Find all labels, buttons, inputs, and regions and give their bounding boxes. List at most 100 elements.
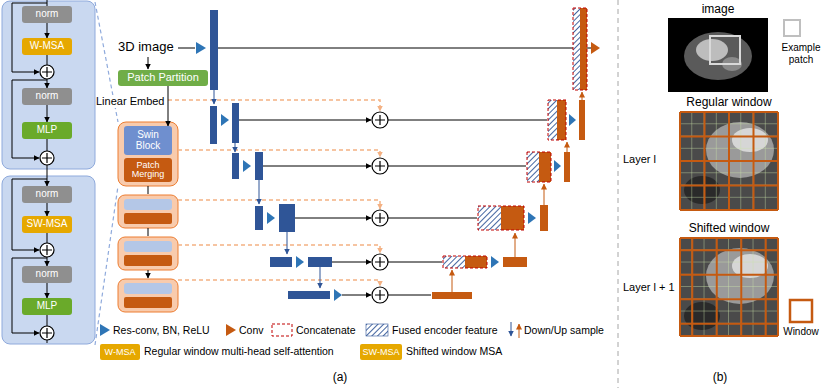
encoder-feature — [288, 291, 330, 299]
patch-merging-bar — [124, 297, 172, 308]
norm-box: norm — [22, 186, 72, 203]
resconv-triangle — [196, 42, 206, 54]
stage-container — [118, 122, 178, 186]
norm-box: norm — [22, 6, 72, 23]
mlp-box: MLP — [22, 122, 72, 139]
node-text: MLP — [37, 301, 58, 312]
window-grid — [680, 112, 778, 210]
separator — [618, 0, 619, 388]
encoder-feature — [232, 103, 239, 143]
decoder-feature — [580, 8, 587, 90]
legend-sample — [511, 322, 512, 336]
dashed-skip — [178, 245, 380, 253]
down-arrow — [214, 90, 215, 104]
legend-text: Down/Up sample — [524, 324, 604, 337]
stage-container — [118, 279, 178, 312]
encoder-feature — [279, 204, 295, 232]
encoder-feature — [308, 257, 332, 267]
node-text: Swin Block — [126, 130, 170, 151]
fused-feature — [478, 206, 501, 230]
stage-container — [118, 195, 178, 228]
arrow — [263, 166, 371, 167]
norm-box: norm — [22, 88, 72, 105]
swatch-label: W-MSA — [100, 344, 140, 360]
legend-text: Shifted window MSA — [406, 345, 502, 358]
swin-block-bar — [124, 199, 172, 210]
legend-text: Fused encoder feature — [392, 324, 498, 337]
connector — [47, 23, 48, 38]
process-box: Patch Partition — [118, 70, 208, 86]
fused-feature — [548, 100, 557, 140]
patch-zoom — [680, 238, 778, 336]
node-text: norm — [36, 9, 59, 20]
subfigure-label: (b) — [700, 370, 740, 384]
arrow — [178, 48, 195, 49]
node-text: SW-MSA — [27, 219, 68, 230]
arrow — [342, 295, 371, 296]
resconv-triangle — [334, 289, 342, 301]
node-text: norm — [36, 189, 59, 200]
connector — [47, 283, 48, 298]
decoder-feature — [432, 292, 472, 299]
stage-container — [118, 237, 178, 270]
connector — [168, 86, 169, 126]
connector — [47, 203, 48, 216]
legend-text: Regular window multi-head self-attention — [144, 345, 334, 358]
connector — [47, 105, 48, 122]
resconv-triangle — [491, 256, 499, 268]
resconv-triangle — [554, 160, 561, 172]
patch-grid — [680, 112, 778, 210]
decoder-feature — [501, 206, 524, 230]
attention-box: W-MSA — [22, 38, 72, 55]
resconv-triangle — [243, 160, 251, 172]
legend-sample — [519, 324, 520, 338]
edge-label: Linear Embed — [96, 95, 165, 108]
concat-box — [443, 256, 487, 268]
encoder-feature — [270, 257, 292, 267]
decoder-feature — [539, 152, 551, 182]
scan-image — [684, 32, 752, 80]
patch-merging-box: Patch Merging — [124, 158, 172, 182]
legend-sample — [784, 20, 800, 36]
legend-sample — [272, 324, 292, 336]
down-arrow — [320, 267, 321, 288]
down-arrow — [287, 232, 288, 254]
patch-merging-bar — [124, 255, 172, 266]
up-arrow — [567, 142, 568, 152]
fused-feature — [573, 8, 580, 90]
legend-text: Concatenate — [296, 324, 356, 337]
example-patch — [710, 36, 740, 64]
concat-box — [573, 8, 587, 90]
legend-text: Conv — [239, 324, 264, 337]
decoder-feature — [540, 205, 548, 231]
block-panel — [2, 176, 95, 344]
decoder-feature — [465, 256, 487, 268]
swin-block-bar — [124, 241, 172, 252]
arrow — [388, 120, 547, 295]
fused-feature — [443, 256, 465, 268]
encoder-feature — [232, 153, 239, 179]
arrow — [295, 218, 371, 219]
dashed-skip — [178, 280, 380, 286]
arrow — [148, 186, 149, 278]
concat-box — [478, 206, 524, 230]
encoder-feature — [255, 206, 263, 230]
legend-text: Window — [776, 326, 826, 338]
patch-grid — [680, 238, 778, 336]
legend-sample — [366, 324, 388, 336]
concat-box — [527, 152, 551, 182]
panel-label: Shifted window — [669, 221, 789, 235]
skip-line — [218, 48, 573, 49]
down-arrow — [259, 180, 260, 204]
resconv-triangle — [267, 212, 275, 224]
conv-triangle — [591, 42, 600, 54]
encoder-feature — [255, 152, 263, 180]
zoom-line — [95, 2, 118, 345]
window-grid — [680, 238, 778, 336]
norm-box: norm — [22, 266, 72, 283]
arrow — [239, 120, 371, 121]
panel-label: image — [668, 2, 768, 16]
encoder-feature — [210, 10, 218, 90]
node-text: MLP — [37, 125, 58, 136]
node-text: W-MSA — [30, 41, 64, 52]
